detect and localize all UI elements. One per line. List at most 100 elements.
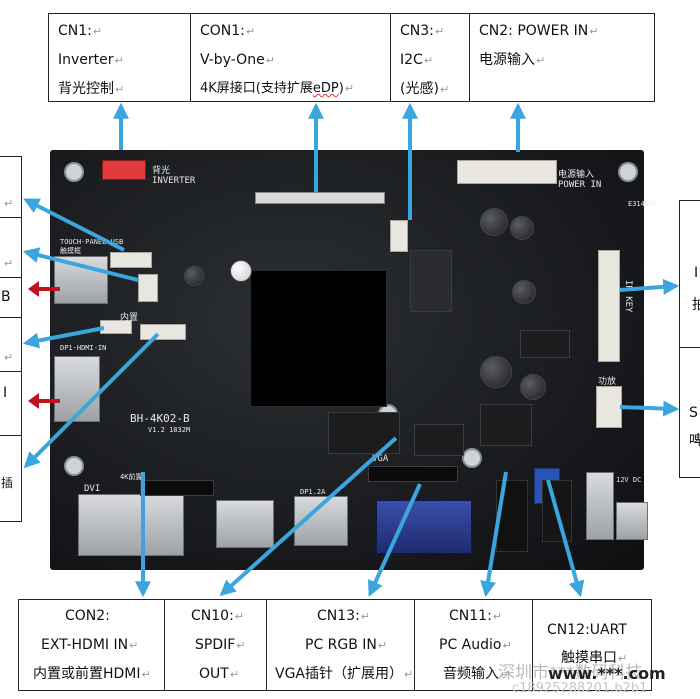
con1-vbyone-cell: CON1:↵ V-by-One↵ 4K屏接口(支持扩展eDP)↵ [191,14,391,101]
speaker-connector [596,386,622,428]
silk-ir-key: IR KEY [623,280,633,313]
capacitor [480,356,512,388]
i2c-connector [390,220,408,252]
memory-chip [414,424,464,456]
right-label-i: I [694,265,699,281]
watermark-company: 深圳市***数码科技 [498,663,643,683]
silk-power-in: 电源输入 POWER IN [558,170,602,190]
right-label-s: S [689,405,698,421]
silk-inverter: 背光 INVERTER [152,166,196,186]
silk-dvi: DVI [84,484,101,494]
con1-name: V-by-One [200,52,265,68]
arrow-cn11 [480,471,508,598]
silk-audio: 功放 [598,377,617,387]
capacitor [520,374,546,400]
watermark-url: c18925288201.b2b1 [512,681,648,696]
cn3-desc: (光感) [400,81,439,97]
cn13-name: PC RGB IN [305,637,377,653]
right-label-pai: 拍 [692,297,700,313]
left-label-cha: 插 [1,476,14,490]
cn3-i2c-cell: CN3:↵ I2C↵ (光感)↵ [391,14,470,101]
con2-name: EXT-HDMI IN [41,637,129,653]
mounting-hole [462,448,482,468]
vga-header [368,466,458,482]
cn1-title: CN1: [58,23,92,39]
ext-hdmi-header [140,480,214,496]
silk-version: V1.2 1832M [148,426,191,434]
cn3-title: CN3: [400,23,434,39]
main-chip-heatsink [250,270,387,407]
arrow-speaker [619,400,680,417]
cn2-title: CN2: POWER IN [479,23,589,39]
silk-dp-hdmi: DP1-HDMI-IN [60,344,107,352]
silk-model: BH-4K02-B [130,412,190,425]
top-label-box: CN1:↵ Inverter↵ 背光控制↵ CON1:↵ V-by-One↵ 4… [48,13,655,102]
con1-desc-edp: eDP [312,81,339,96]
cn3-name: I2C [400,52,423,68]
cn10-name: SPDIF [195,637,236,653]
cn2-desc: 电源输入 [479,52,535,68]
hdmi-port [54,356,100,422]
hdmi-port-bottom [216,500,274,548]
cn13-title: CN13: [317,608,360,624]
mounting-hole [618,162,638,182]
con2-cell: CON2: EXT-HDMI IN↵ 内置或前置HDMI↵ [19,600,165,690]
arrow-cn10 [219,436,398,597]
arrow-touch [23,198,125,252]
capacitor [512,280,536,304]
arrow-internal [22,326,105,349]
left-label-b: B [1,289,11,305]
small-connector [138,274,158,302]
capacitor [510,216,534,240]
cn10-title: CN10: [191,608,234,624]
arrow-ir-key [619,278,680,295]
cn1-desc: 背光控制 [58,81,114,97]
cn1-name: Inverter [58,52,114,68]
vbyone-connector [255,192,385,204]
cn1-inverter-cell: CN1:↵ Inverter↵ 背光控制↵ [49,14,191,101]
cn13-desc: VGA插针（扩展用） [275,666,404,682]
cn11-title: CN11: [449,608,492,624]
arrow-cn13 [368,483,422,597]
ic-chip [520,330,570,358]
watermark-overlay: www.***.com [548,664,666,683]
power-connector [457,160,557,184]
cn13-cell: CN13:↵ PC RGB IN↵ VGA插针（扩展用）↵ [267,600,415,690]
con2-title: CON2: [65,608,110,624]
silk-internal: 内置 [120,313,139,323]
silk-touch: TOUCH-PANEL USB 触摸框 [60,238,124,255]
cn12-cell: CN12:UART 触摸串口↵ [547,622,628,666]
silk-serial: E314697 [628,200,658,208]
silk-ext-panel: 4K前置 [120,473,143,481]
silk-dp: DP1.2A [300,488,326,496]
right-label-box: I 拍 S 啤 [679,200,700,478]
ic-chip [410,250,452,312]
mounting-hole [64,162,84,182]
cn2-power-cell: CN2: POWER IN↵ 电源输入↵ [479,23,599,68]
cn12-title: CN12:UART [547,622,627,638]
inverter-connector [102,160,146,180]
cn11-cell: CN11:↵ PC Audio↵ 音频输入↵ [415,600,533,690]
cn10-desc: OUT [199,666,229,682]
bottom-label-box: CON2: EXT-HDMI IN↵ 内置或前置HDMI↵ CN10:↵ SPD… [18,599,652,691]
arrow-touch3 [23,332,160,469]
left-label-box: ↵ ↵ B ↵ I 插 [0,156,22,522]
con2-desc: 内置或前置HDMI [33,666,141,682]
ir-key-connector [598,250,620,362]
arrow-touch2 [22,247,139,282]
usb-red-arrow [28,281,60,297]
capacitor [480,208,508,236]
silk-vga: VGA [372,454,389,464]
touch-connector-2 [140,324,186,340]
memory-chip [480,404,532,446]
capacitor [184,266,204,286]
white-component [230,260,252,282]
cn11-desc: 音频输入 [443,666,499,682]
hdmi-red-arrow [28,393,60,409]
switch [616,502,648,540]
power-jack [586,472,614,540]
con1-title: CON1: [200,23,245,39]
con1-desc: 4K屏接口(支持扩展 [200,81,313,96]
right-label-pi: 啤 [689,433,700,449]
arrow-cn12 [546,479,585,598]
